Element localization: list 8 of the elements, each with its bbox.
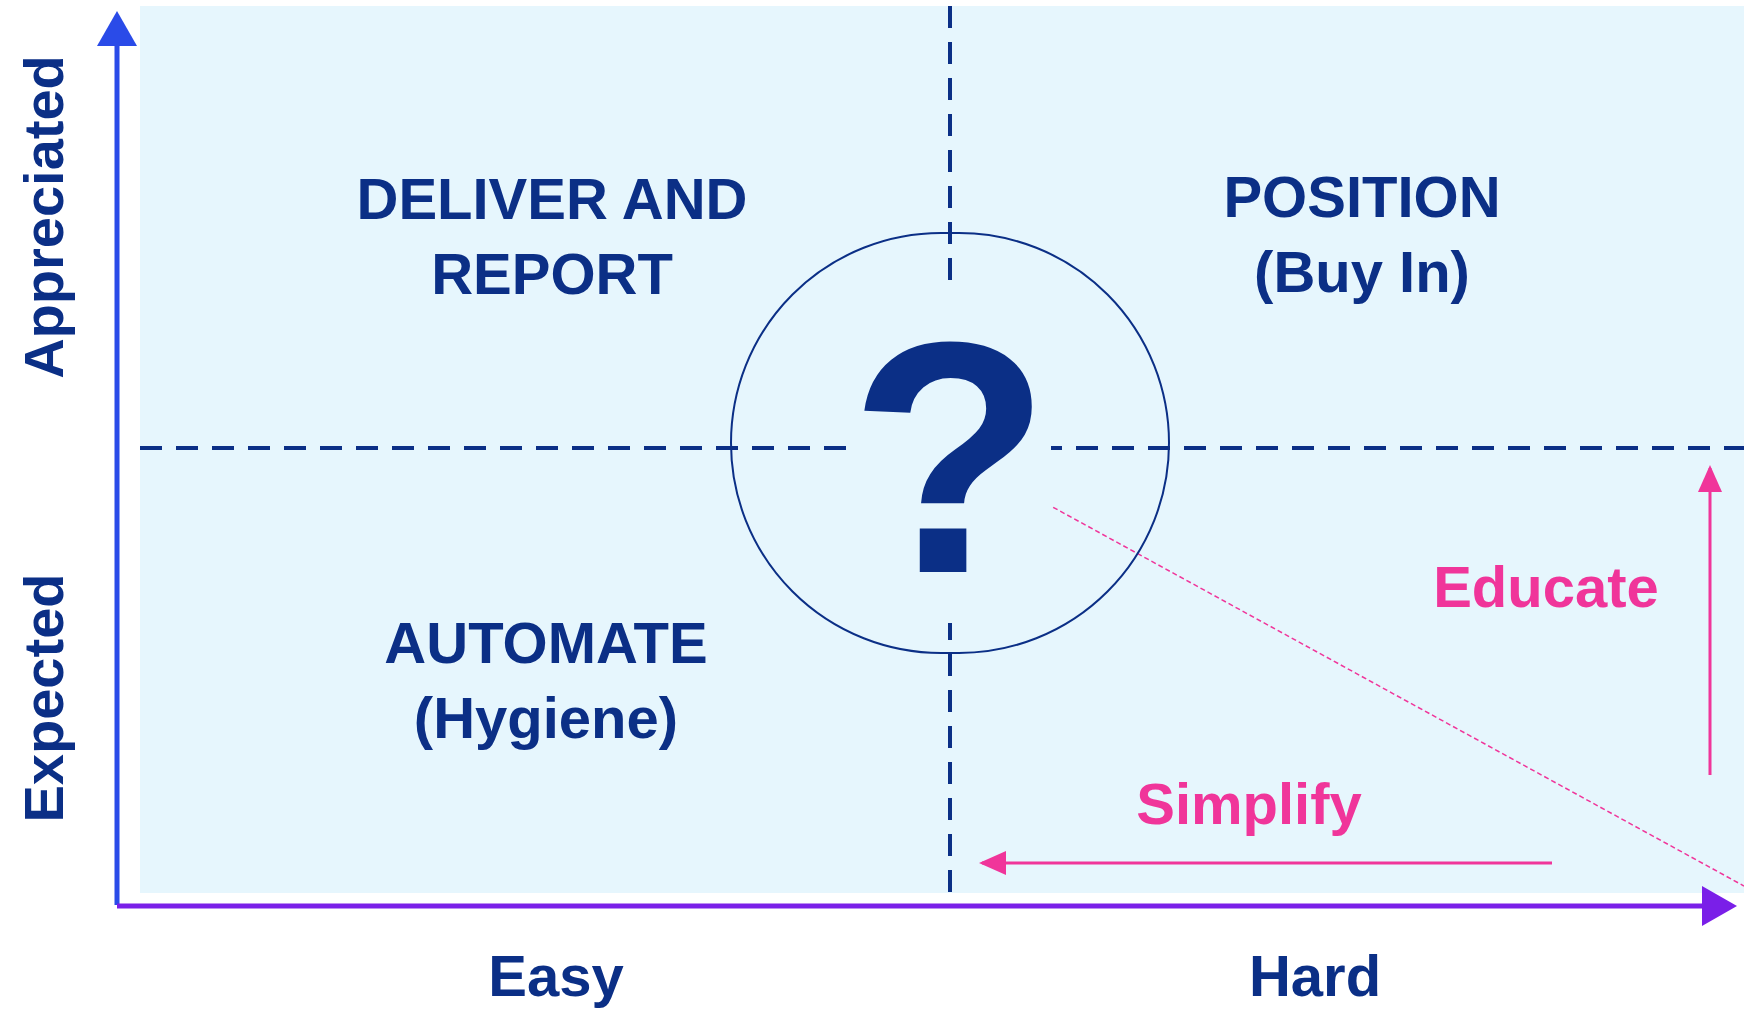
quadrant-label: AUTOMATE (Hygiene) bbox=[383, 608, 709, 752]
quadrant-label: DELIVER AND REPORT bbox=[355, 164, 749, 308]
quadrant-label: POSITION (Buy In) bbox=[1222, 162, 1502, 306]
action-label: Educate bbox=[1433, 552, 1659, 621]
axis-label: Expected bbox=[11, 573, 76, 823]
axis-label: Hard bbox=[1248, 947, 1382, 1005]
action-label: Simplify bbox=[1136, 769, 1362, 838]
axis-label: Appreciated bbox=[11, 55, 76, 379]
